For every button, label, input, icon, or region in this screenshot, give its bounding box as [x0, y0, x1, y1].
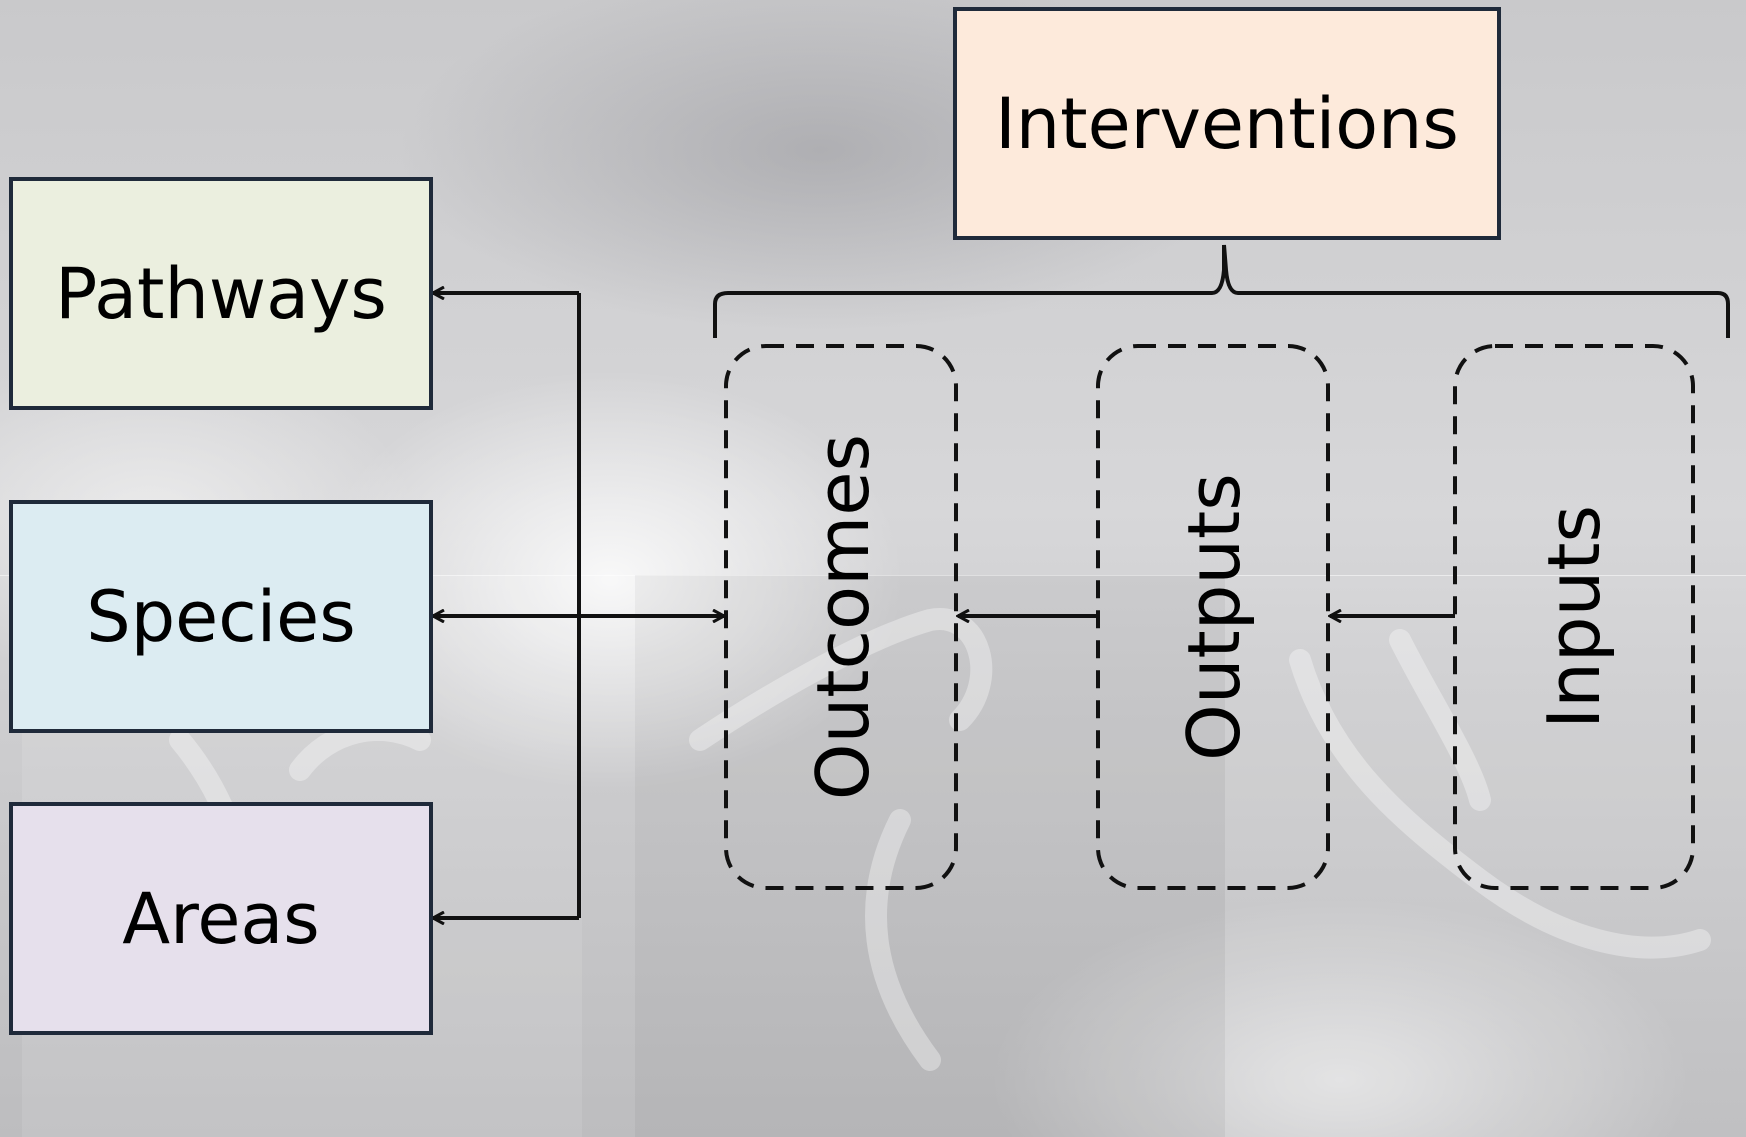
species-box: Species: [9, 500, 433, 733]
outcomes-label: Outcomes: [801, 433, 885, 801]
interventions-bracket: [713, 244, 1730, 338]
outputs-stage-border: [1096, 344, 1330, 890]
areas-box: Areas: [9, 802, 433, 1035]
outputs-label: Outputs: [1172, 473, 1256, 761]
species-label: Species: [86, 575, 356, 658]
pathways-label: Pathways: [55, 252, 387, 335]
interventions-label: Interventions: [995, 82, 1459, 165]
inputs-stage-border: [1453, 344, 1695, 890]
interventions-box: Interventions: [953, 7, 1501, 240]
areas-label: Areas: [122, 877, 320, 960]
outcomes-stage-border: [724, 344, 958, 890]
pathways-box: Pathways: [9, 177, 433, 410]
inputs-label: Inputs: [1532, 505, 1616, 729]
